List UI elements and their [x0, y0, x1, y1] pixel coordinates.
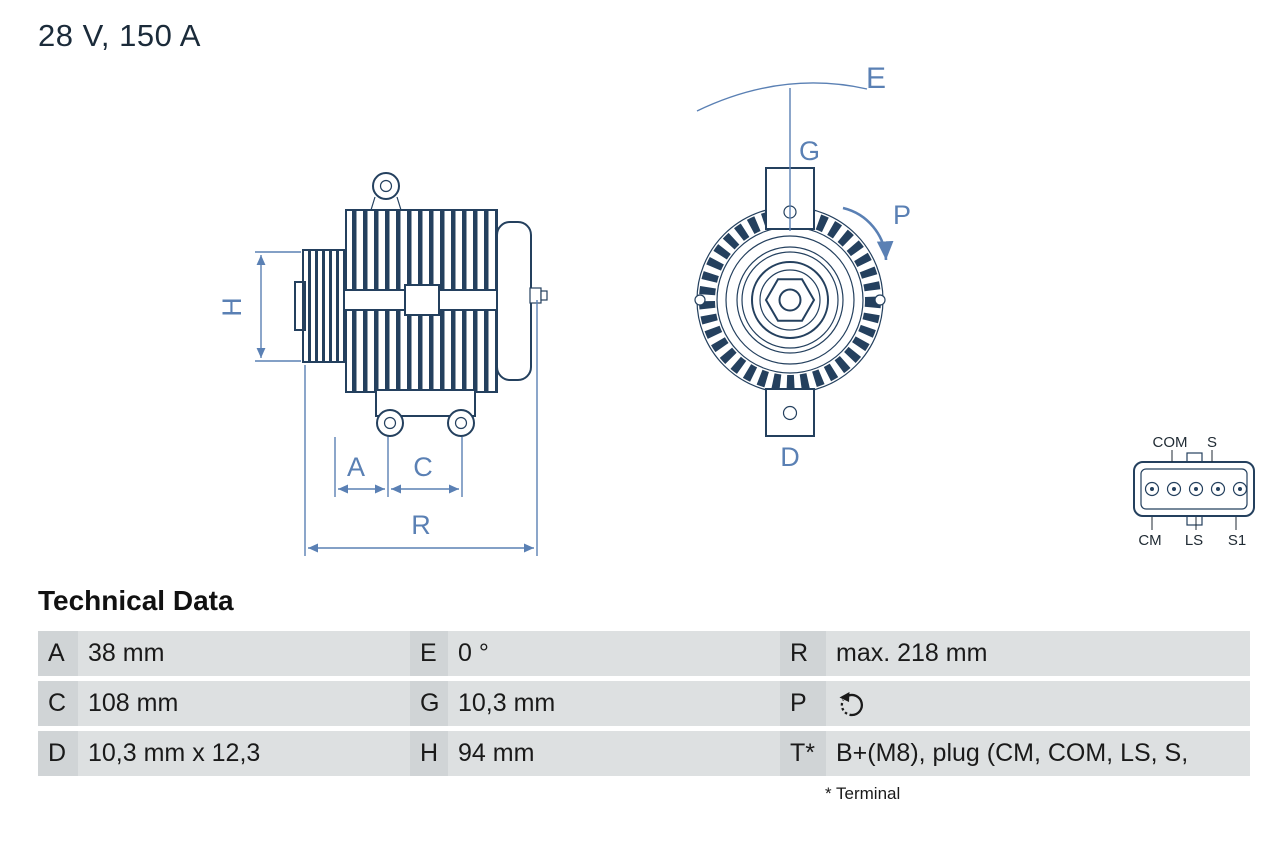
- tech-value-a: 38 mm: [78, 631, 410, 676]
- label-a: A: [347, 452, 365, 482]
- tech-key-r: R: [780, 631, 826, 676]
- dimension-c: C: [391, 437, 463, 497]
- tech-value-c: 108 mm: [78, 681, 410, 726]
- label-r: R: [411, 510, 431, 540]
- tech-key-e: E: [410, 631, 448, 676]
- tech-key-d: D: [38, 731, 78, 776]
- counterclockwise-rotation-icon: [839, 691, 863, 716]
- technical-data-table: A 38 mm E 0 ° R max. 218 mm C 108 mm G 1…: [38, 631, 1250, 776]
- dimension-r: R: [304, 300, 538, 556]
- tech-value-t: B+(M8), plug (CM, COM, LS, S,: [826, 731, 1250, 776]
- connector-diagram: COM S CM LS S1: [1133, 434, 1255, 549]
- tech-key-g: G: [410, 681, 448, 726]
- alternator-technical-drawing: H A C R: [217, 62, 1255, 556]
- connector-pins: [1144, 481, 1248, 497]
- mounting-eyelet: [370, 172, 402, 211]
- label-e: E: [866, 62, 886, 95]
- tech-value-r: max. 218 mm: [826, 631, 1250, 676]
- stator-body: [343, 209, 532, 393]
- terminal-stub: [529, 287, 548, 304]
- tech-key-t: T*: [780, 731, 826, 776]
- connector-label-cm: CM: [1138, 532, 1161, 549]
- terminal-footnote: * Terminal: [825, 784, 901, 803]
- label-c: C: [413, 452, 433, 482]
- tech-value-g: 10,3 mm: [448, 681, 780, 726]
- tech-key-p: P: [780, 681, 826, 726]
- page-title: 28 V, 150 A: [38, 18, 201, 53]
- connector-label-s1: S1: [1228, 532, 1246, 549]
- hex-nut: [764, 278, 816, 322]
- mounting-lugs: [375, 389, 476, 437]
- dimension-h: H: [217, 251, 301, 362]
- technical-data-section: Technical Data A 38 mm E 0 ° R max. 218 …: [38, 585, 1250, 804]
- tech-value-e: 0 °: [448, 631, 780, 676]
- tech-value-h: 94 mm: [448, 731, 780, 776]
- rotation-direction-arrow: P: [842, 200, 911, 261]
- connector-bottom-tab: [1186, 515, 1203, 526]
- tech-key-h: H: [410, 731, 448, 776]
- technical-data-title: Technical Data: [38, 585, 234, 616]
- connector-label-com: COM: [1153, 434, 1188, 451]
- label-d: D: [780, 442, 800, 472]
- connector-label-s: S: [1207, 434, 1217, 451]
- label-h: H: [217, 297, 247, 317]
- connector-label-ls: LS: [1185, 532, 1203, 549]
- dimension-g-line: G: [789, 88, 820, 231]
- dimension-a: A: [334, 437, 389, 497]
- front-view-drawing: E G P D: [694, 62, 911, 472]
- tech-key-a: A: [38, 631, 78, 676]
- tech-value-d: 10,3 mm x 12,3: [78, 731, 410, 776]
- bottom-bracket: [765, 388, 815, 437]
- tech-value-p: [826, 681, 1250, 726]
- fan-ring: [694, 206, 886, 394]
- dimension-e-arc: E: [696, 62, 886, 112]
- label-p: P: [893, 200, 911, 230]
- tech-key-c: C: [38, 681, 78, 726]
- side-view-drawing: H A C R: [217, 172, 548, 556]
- label-g: G: [799, 136, 820, 166]
- connector-top-tab: [1186, 452, 1203, 463]
- pulley: [294, 249, 345, 363]
